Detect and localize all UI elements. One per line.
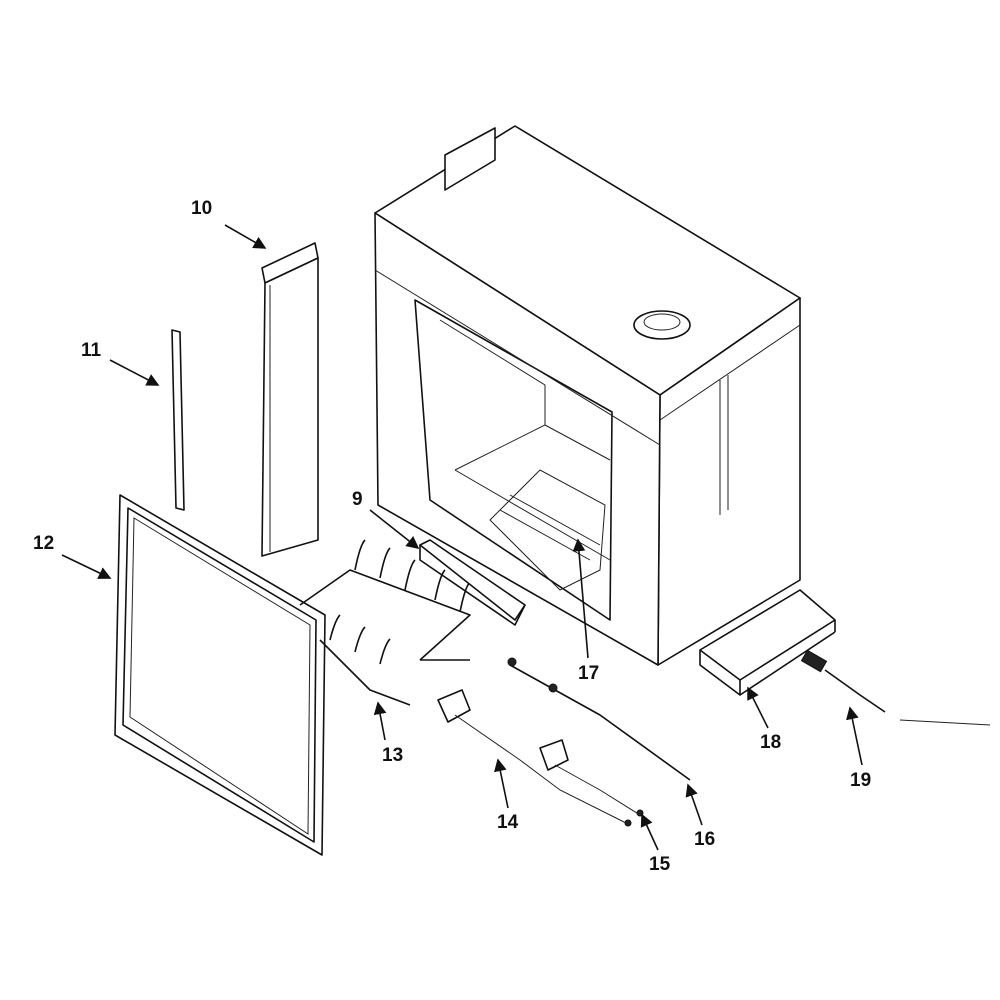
part-18-cover-plate (699, 589, 836, 696)
callout-11: 11 (81, 340, 102, 361)
callout-16: 16 (694, 829, 716, 850)
callout-10: 10 (191, 198, 213, 219)
part-14-15-wiring (437, 689, 644, 827)
part-19-brush (800, 649, 991, 726)
part-9-tray (419, 539, 526, 626)
callout-12: 12 (33, 533, 55, 554)
part-13-grate (299, 539, 471, 706)
part-10-side-panel (261, 242, 319, 557)
callout-14: 14 (497, 812, 519, 833)
part-11-strip (171, 329, 185, 511)
callout-19: 19 (850, 770, 872, 791)
callout-9: 9 (352, 489, 363, 510)
callout-15: 15 (649, 854, 671, 875)
callout-18: 18 (760, 732, 782, 753)
callout-13: 13 (382, 745, 404, 766)
firebox-unit (374, 125, 801, 666)
callout-17: 17 (578, 663, 600, 684)
part-12-glass-door (114, 494, 326, 856)
part-16-rod (507, 657, 691, 781)
leader-arrows (61, 224, 863, 851)
